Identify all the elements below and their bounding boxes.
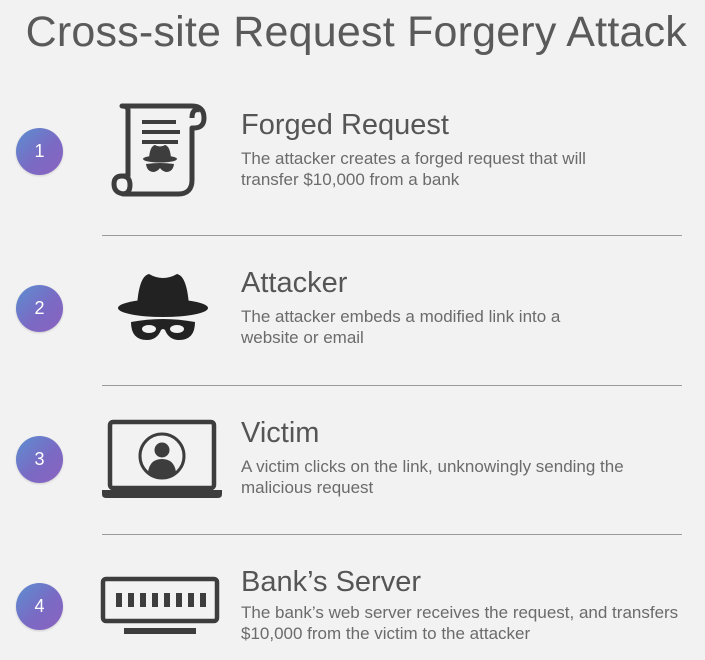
page-title: Cross-site Request Forgery Attack <box>25 8 687 56</box>
divider <box>102 235 682 236</box>
step-description: The attacker embeds a modified link into… <box>241 307 561 347</box>
step-text: Forged Request The attacker creates a fo… <box>241 108 691 190</box>
spy-hat-mask-icon <box>115 270 239 346</box>
server-icon <box>100 576 224 638</box>
step-description: A victim clicks on the link, unknowingly… <box>241 457 624 497</box>
step-number-badge: 4 <box>16 583 63 630</box>
step-text: Bank’s Server The bank’s web server rece… <box>241 565 691 644</box>
step-heading: Attacker <box>241 267 348 299</box>
step-number-badge: 3 <box>16 436 63 483</box>
divider <box>102 534 682 535</box>
step-heading: Bank’s Server <box>241 566 421 598</box>
step-heading: Forged Request <box>241 109 449 141</box>
scroll-with-spy-icon <box>108 100 232 200</box>
step-text: Attacker The attacker embeds a modified … <box>241 266 691 348</box>
step-heading: Victim <box>241 417 320 449</box>
step-description: The attacker creates a forged request th… <box>241 149 586 189</box>
laptop-user-icon <box>100 418 224 500</box>
step-description: The bank’s web server receives the reque… <box>241 603 679 643</box>
divider <box>102 385 682 386</box>
step-text: Victim A victim clicks on the link, unkn… <box>241 416 691 498</box>
step-number-badge: 2 <box>16 285 63 332</box>
step-number-badge: 1 <box>16 128 63 175</box>
